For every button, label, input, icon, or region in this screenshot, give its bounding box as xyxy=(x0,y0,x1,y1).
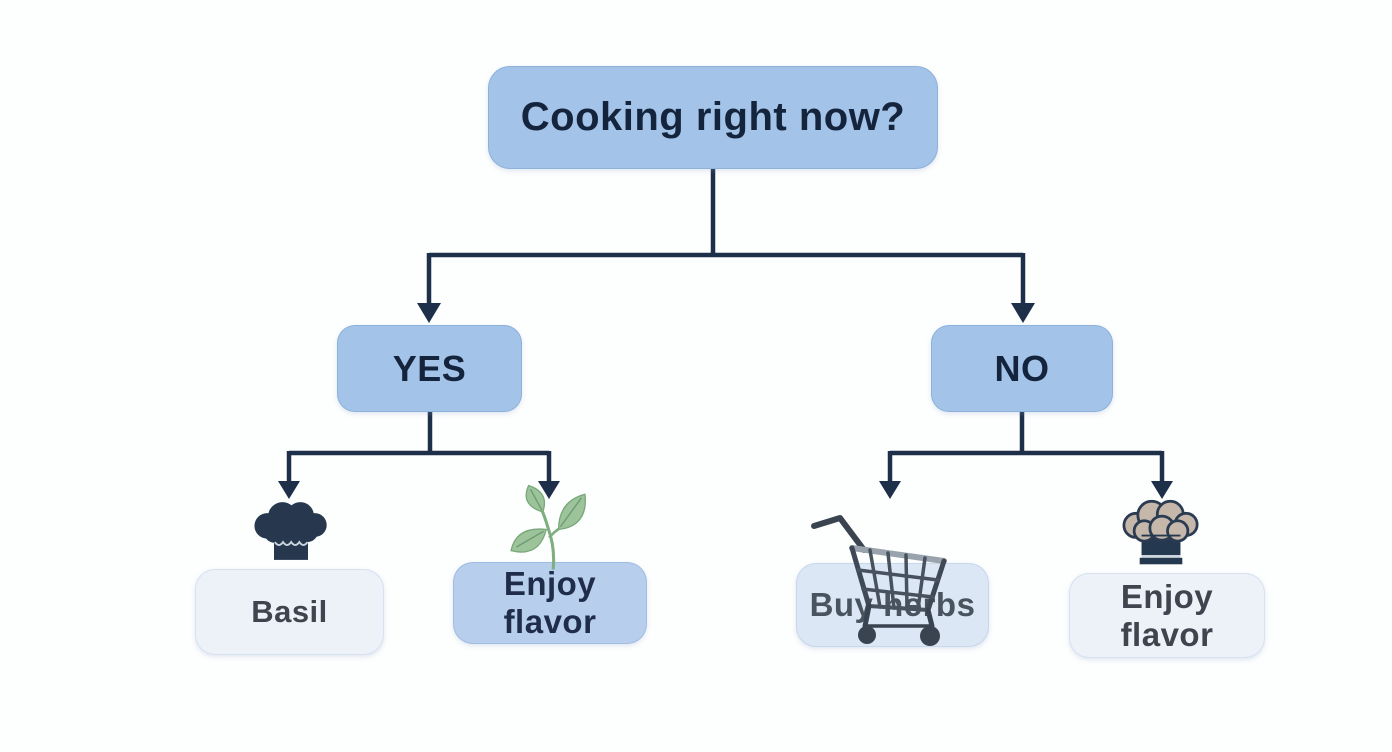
enjoy-flavor-no-label: Enjoy flavor xyxy=(1120,577,1214,653)
node-buy-herbs: Buy herbs xyxy=(796,563,989,647)
basil-label: Basil xyxy=(251,594,328,629)
shopping-cart-icon xyxy=(811,515,947,646)
arrowhead-basil xyxy=(278,481,300,499)
no-label: NO xyxy=(994,347,1050,389)
arrowhead-no xyxy=(1011,303,1035,323)
node-no: NO xyxy=(931,325,1113,412)
arrowhead-buy-herbs xyxy=(879,481,901,499)
arrowhead-enjoy-no xyxy=(1151,481,1173,499)
node-enjoy-flavor-no: Enjoy flavor xyxy=(1069,573,1265,658)
yes-label: YES xyxy=(392,347,467,389)
node-enjoy-flavor-yes: Enjoy flavor xyxy=(453,562,647,644)
root-question-label: Cooking right now? xyxy=(520,95,906,139)
node-yes: YES xyxy=(337,325,522,412)
node-root-question: Cooking right now? xyxy=(488,66,938,169)
basil-leaf-icon xyxy=(510,484,586,570)
node-basil: Basil xyxy=(195,569,384,655)
arrowhead-yes xyxy=(417,303,441,323)
arrowhead-enjoy-yes xyxy=(538,481,560,499)
enjoy-flavor-yes-label: Enjoy flavor xyxy=(503,565,597,640)
chef-hat-icon xyxy=(254,502,327,560)
chef-hat-icon xyxy=(1122,499,1199,565)
